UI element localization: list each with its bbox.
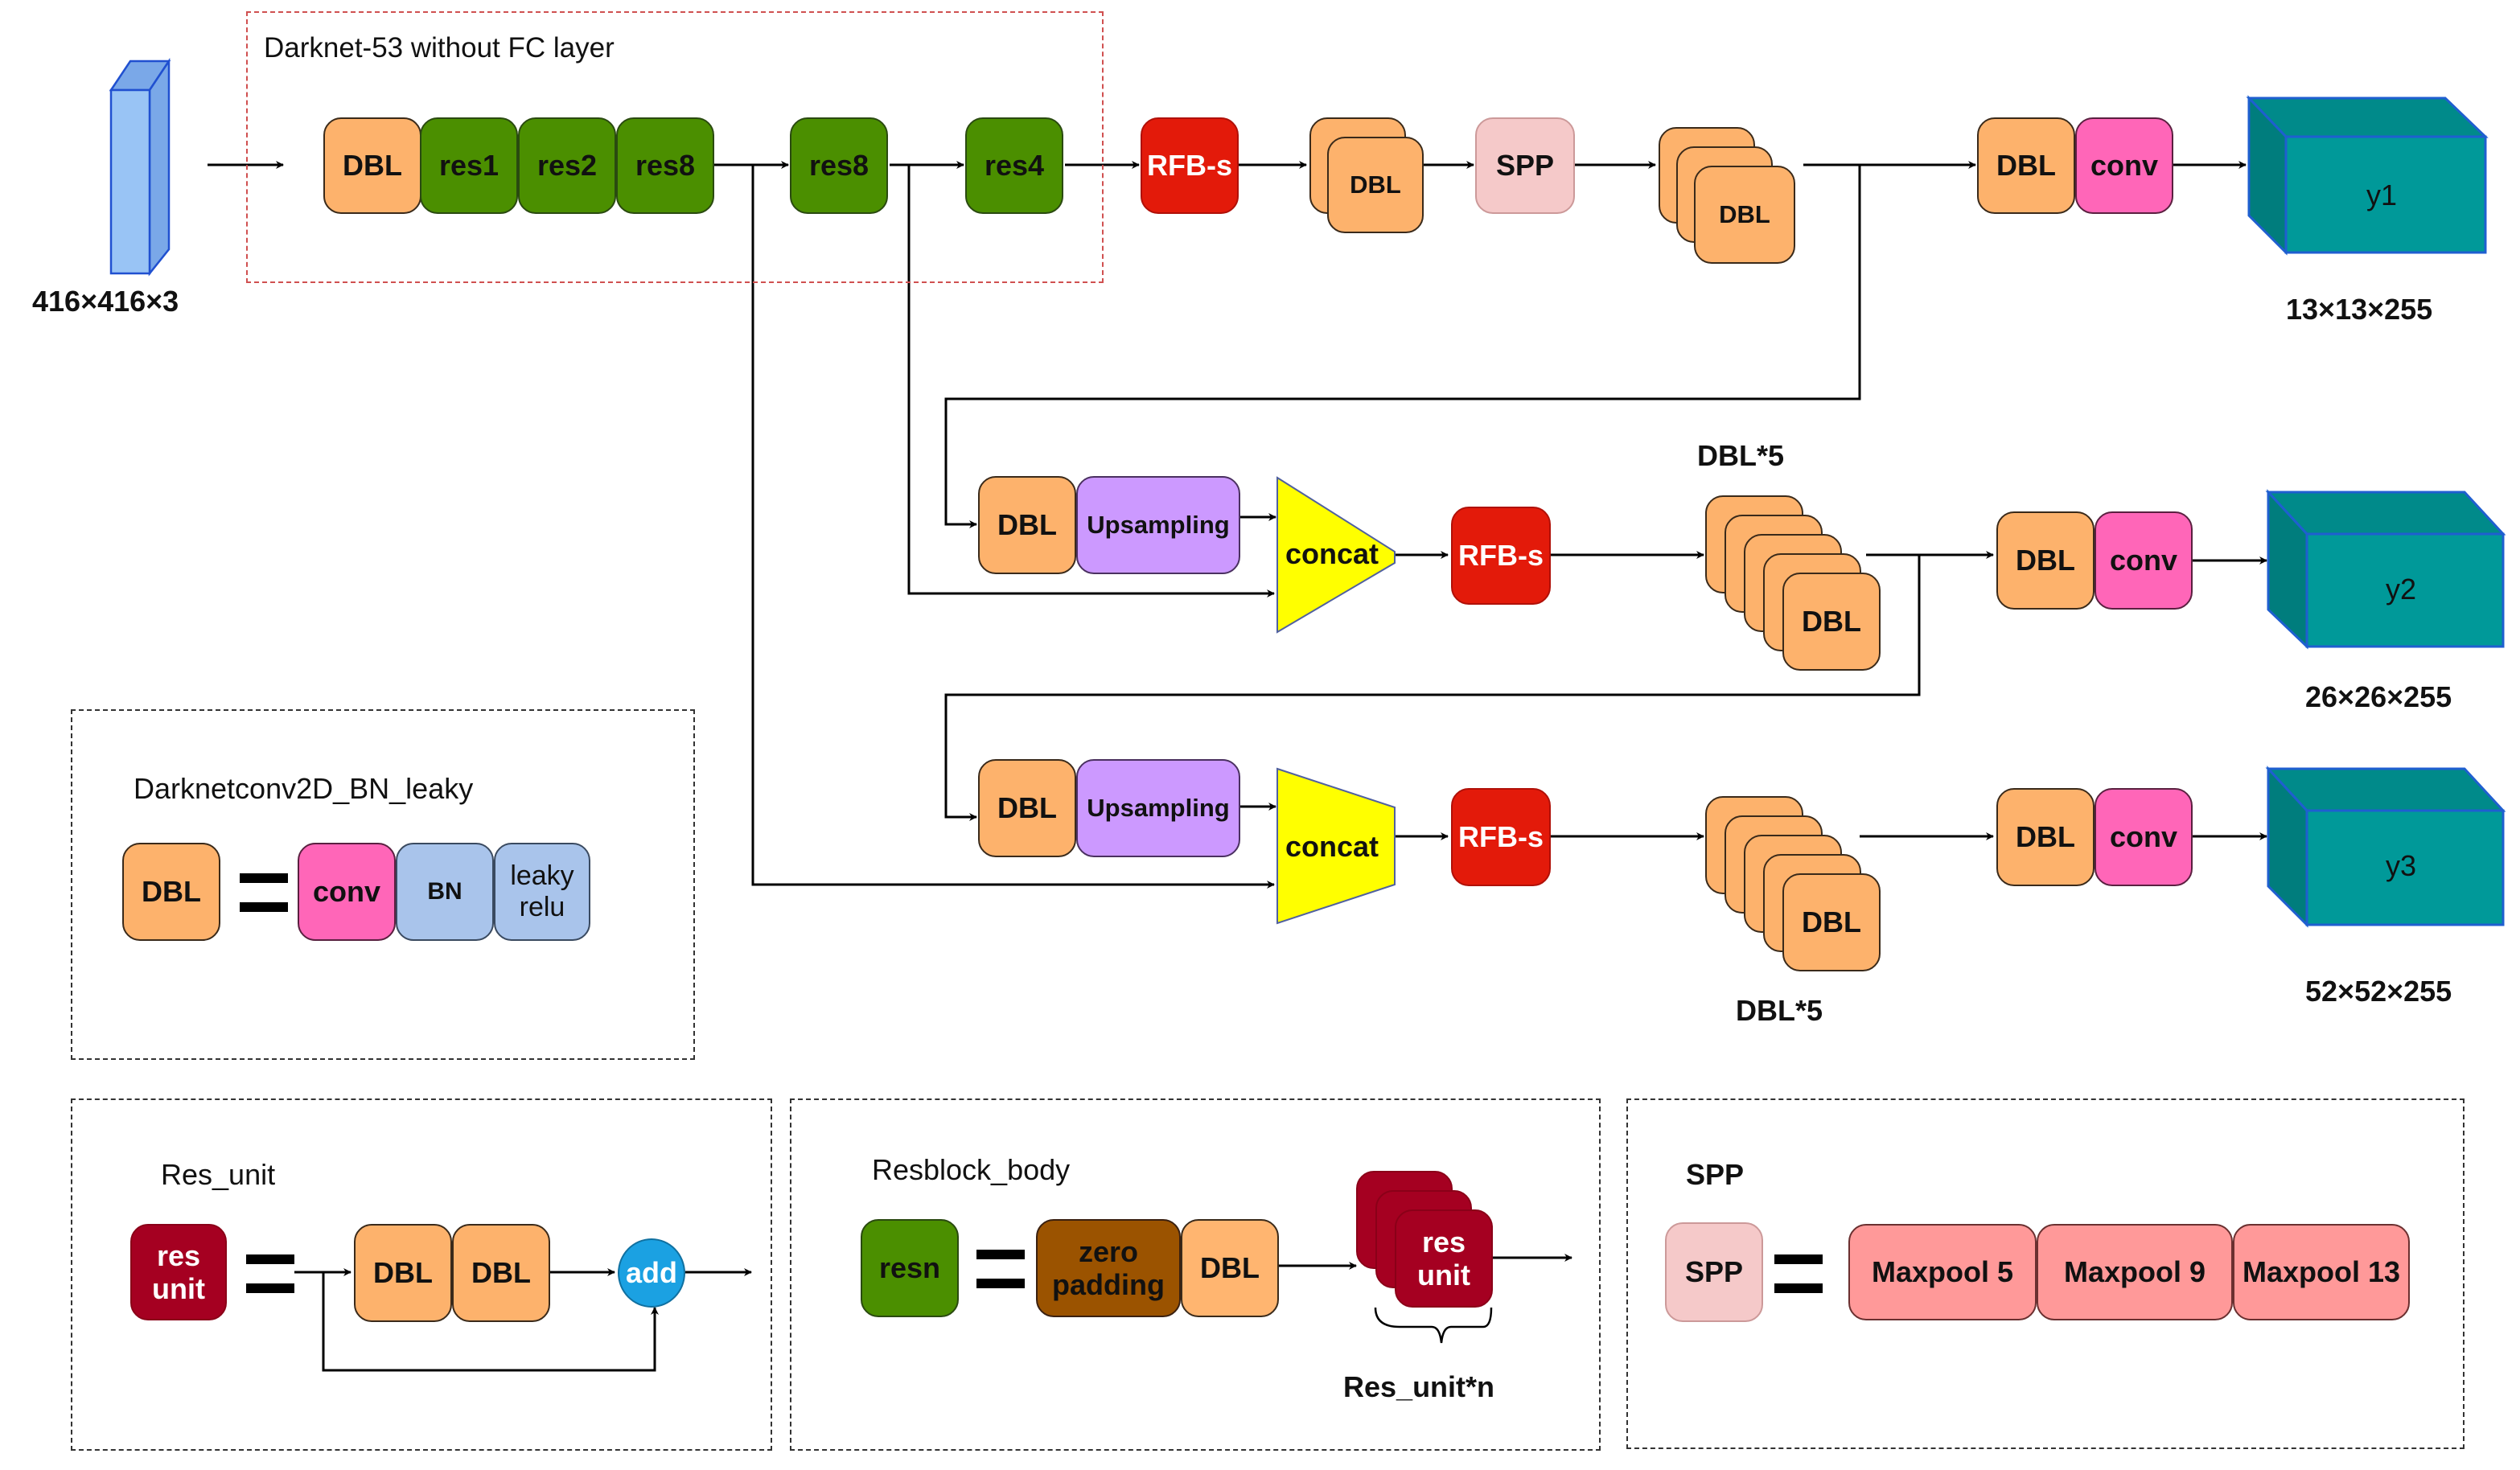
- legend-resblock-title: Resblock_body: [872, 1153, 1071, 1186]
- legend-spp-lhs: SPP: [1665, 1222, 1763, 1322]
- maxpool-13: Maxpool 13: [2233, 1224, 2410, 1320]
- legend-dbl-box: [71, 709, 695, 1060]
- output-y3-size: 52×52×255: [2305, 975, 2452, 1008]
- backbone-res1[interactable]: res1: [420, 117, 518, 214]
- bot-stack-front[interactable]: DBL: [1782, 873, 1881, 971]
- backbone-res4[interactable]: res4: [965, 117, 1063, 214]
- maxpool-5: Maxpool 5: [1848, 1224, 2037, 1320]
- legend-dbl-lhs: DBL: [122, 843, 220, 941]
- legend-resunit-title: Res_unit: [161, 1158, 276, 1191]
- dbl-stack-top-front[interactable]: DBL: [1327, 137, 1424, 233]
- mid-dbl[interactable]: DBL: [978, 476, 1076, 574]
- head1-dbl[interactable]: DBL: [1977, 117, 2075, 214]
- legend-resunit-box: [71, 1098, 772, 1451]
- backbone-res8-b[interactable]: res8: [790, 117, 888, 214]
- bot-upsampling[interactable]: Upsampling: [1076, 759, 1240, 857]
- head3-conv[interactable]: conv: [2095, 788, 2193, 886]
- dbl-stack3-front[interactable]: DBL: [1694, 166, 1795, 264]
- legend-resunit-dbl-2: DBL: [452, 1224, 550, 1322]
- rfb-s-bot[interactable]: RFB-s: [1451, 788, 1551, 886]
- backbone-title: Darknet-53 without FC layer: [264, 32, 615, 64]
- equals-icon: [976, 1250, 1025, 1288]
- rfb-s-mid[interactable]: RFB-s: [1451, 507, 1551, 605]
- legend-dbl-bn: BN: [396, 843, 494, 941]
- legend-dbl-title: Darknetconv2D_BN_leaky: [134, 772, 474, 805]
- output-y2-label: y2: [2386, 573, 2417, 606]
- backbone-res8-a[interactable]: res8: [616, 117, 714, 214]
- backbone-dbl[interactable]: DBL: [323, 117, 421, 214]
- mid-upsampling[interactable]: Upsampling: [1076, 476, 1240, 574]
- output-cube-y1: [2246, 95, 2489, 256]
- bot-concat-label: concat: [1285, 830, 1379, 863]
- backbone-res2[interactable]: res2: [518, 117, 616, 214]
- legend-resunit-lhs: res unit: [130, 1224, 227, 1320]
- backbone-container: [246, 11, 1104, 283]
- output-y1-label: y1: [2366, 179, 2398, 211]
- equals-icon: [1774, 1254, 1823, 1293]
- output-cube-y3: [2265, 766, 2506, 928]
- maxpool-9: Maxpool 9: [2037, 1224, 2233, 1320]
- mid-concat-label: concat: [1285, 537, 1379, 570]
- legend-dbl-conv: conv: [298, 843, 396, 941]
- mid-stack-front[interactable]: DBL: [1782, 573, 1881, 671]
- add-node: add: [618, 1238, 685, 1308]
- head3-dbl[interactable]: DBL: [1996, 788, 2095, 886]
- bot-dbl[interactable]: DBL: [978, 759, 1076, 857]
- legend-resunit-dbl-1: DBL: [354, 1224, 452, 1322]
- output-y3-label: y3: [2386, 849, 2417, 882]
- legend-spp-title: SPP: [1686, 1158, 1745, 1191]
- head1-conv[interactable]: conv: [2075, 117, 2173, 214]
- legend-resblock-box: [790, 1098, 1601, 1451]
- bot-stack-label: DBL*5: [1736, 994, 1823, 1027]
- legend-resblock-brace-label: Res_unit*n: [1343, 1370, 1495, 1403]
- equals-icon: [246, 1254, 294, 1293]
- legend-resblock-zero-padding: zero padding: [1036, 1219, 1181, 1317]
- output-y1-size: 13×13×255: [2286, 293, 2433, 326]
- head2-conv[interactable]: conv: [2095, 511, 2193, 610]
- spp-block[interactable]: SPP: [1475, 117, 1575, 214]
- input-slab: [109, 57, 171, 277]
- output-cube-y2: [2265, 489, 2506, 650]
- output-y2-size: 26×26×255: [2305, 680, 2452, 713]
- legend-resblock-dbl: DBL: [1181, 1219, 1279, 1317]
- input-size-label: 416×416×3: [32, 285, 179, 318]
- legend-spp-box: [1626, 1098, 2465, 1449]
- rfb-s-top[interactable]: RFB-s: [1141, 117, 1239, 214]
- head2-dbl[interactable]: DBL: [1996, 511, 2095, 610]
- equals-icon: [240, 873, 288, 912]
- resunit-stack-front: res unit: [1395, 1209, 1493, 1308]
- legend-dbl-leaky-relu: leaky relu: [494, 843, 590, 941]
- legend-resblock-lhs: resn: [861, 1219, 959, 1317]
- mid-stack-label: DBL*5: [1697, 439, 1785, 472]
